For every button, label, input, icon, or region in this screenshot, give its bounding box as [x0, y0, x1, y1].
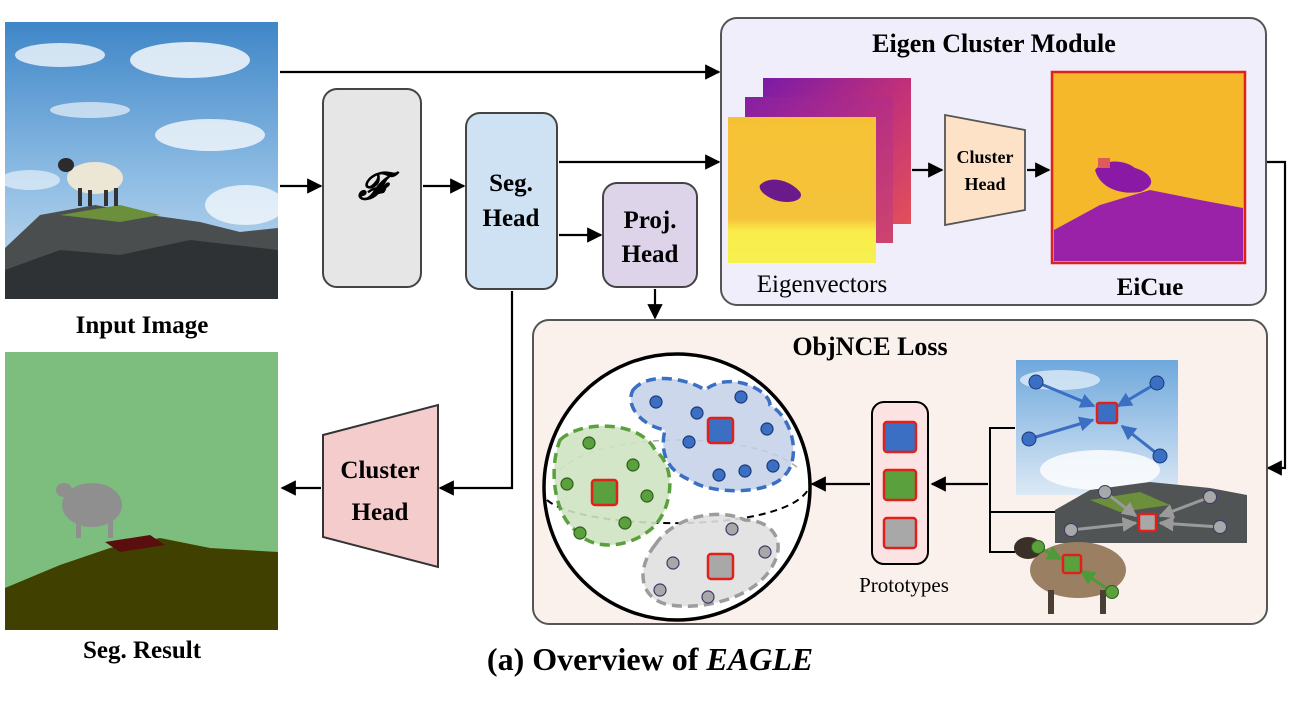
gray-points	[653, 522, 772, 604]
blue-points	[649, 390, 780, 482]
green-points	[560, 436, 654, 540]
small-cluster-head-line2: Head	[964, 174, 1005, 194]
proj-head-label-line2: Head	[622, 241, 679, 268]
sky-object-crop	[1016, 360, 1178, 495]
gray-prototype-marker	[706, 552, 735, 581]
prototype-green	[882, 468, 918, 502]
caption-prefix: (a) Overview of	[487, 641, 706, 677]
eicue-label: EiCue	[1117, 274, 1184, 301]
objnce-title: ObjNCE Loss	[792, 332, 947, 361]
input-image-label: Input Image	[76, 312, 209, 339]
prototype-blue	[882, 420, 918, 454]
backbone-block	[322, 88, 422, 288]
caption-italic: EAGLE	[705, 641, 813, 677]
eigenvector-maps	[728, 78, 911, 263]
seg-result-label: Seg. Result	[83, 637, 202, 664]
cluster-head-block	[322, 403, 439, 569]
green-prototype-marker	[590, 478, 619, 507]
cluster-head-label-line1: Cluster	[340, 457, 419, 484]
eigenvectors-label: Eigenvectors	[757, 271, 888, 298]
segmentation-result-image	[5, 352, 278, 630]
embedding-sphere	[542, 352, 812, 622]
proj-head-block	[602, 182, 698, 288]
prototype-gray	[882, 516, 918, 550]
small-cluster-head-block	[944, 113, 1026, 227]
seg-head-block	[465, 112, 558, 290]
rock-object-crop	[1055, 482, 1247, 543]
flow-arrows	[280, 64, 1287, 496]
input-image	[0, 22, 285, 299]
sheep-object-crop	[1014, 537, 1126, 614]
eigen-module-title: Eigen Cluster Module	[872, 29, 1116, 58]
small-cluster-head-line1: Cluster	[957, 147, 1014, 167]
cluster-head-label-line2: Head	[352, 499, 409, 526]
object-bracket	[989, 427, 1055, 553]
proj-head-label-line1: Proj.	[624, 207, 677, 234]
seg-head-label-line1: Seg.	[489, 170, 533, 197]
arrow-eicue-to-objnce	[1265, 160, 1287, 476]
blue-prototype-marker	[706, 416, 735, 445]
seg-head-label-line2: Head	[483, 205, 540, 232]
figure-caption: (a) Overview of EAGLE	[487, 641, 813, 677]
arrow-seghead-to-clusterhead	[438, 291, 514, 496]
prototypes-label: Prototypes	[859, 573, 949, 597]
eicue-map	[1050, 70, 1247, 265]
